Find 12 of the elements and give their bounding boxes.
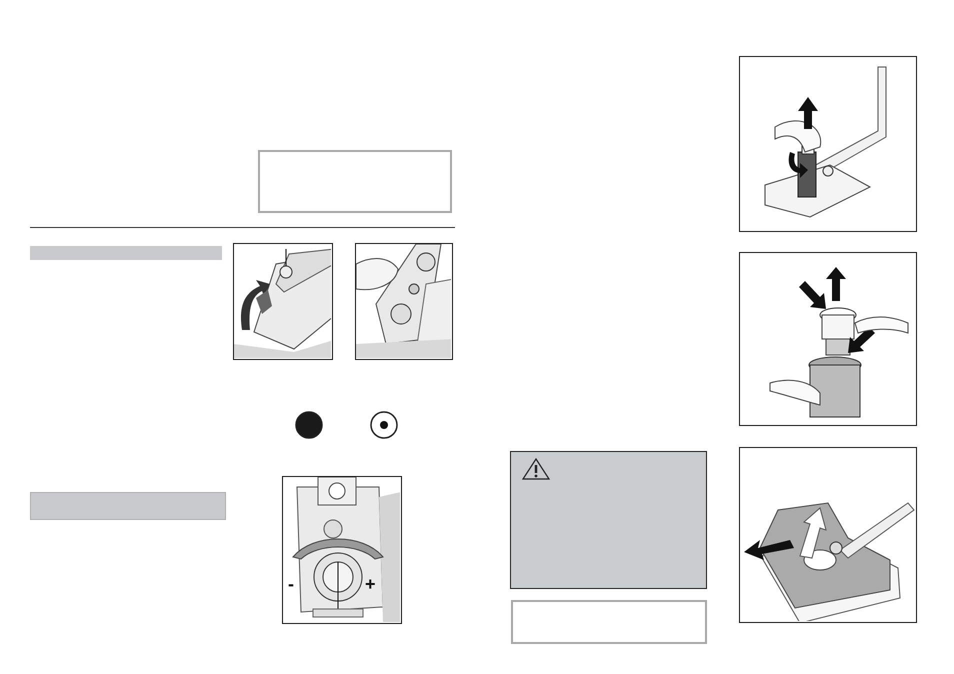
note-box [510,451,707,589]
indicator-circle [370,411,398,439]
note-box [511,600,707,644]
dial-sign: - [288,575,294,593]
indicator-circle [295,411,323,439]
note-box [258,150,452,213]
figure-frame [739,56,917,232]
heading-bar [30,492,226,520]
heading-bar [30,246,222,260]
figure-frame [739,447,917,623]
figure-frame [739,252,917,426]
dial-sign: + [365,575,376,593]
